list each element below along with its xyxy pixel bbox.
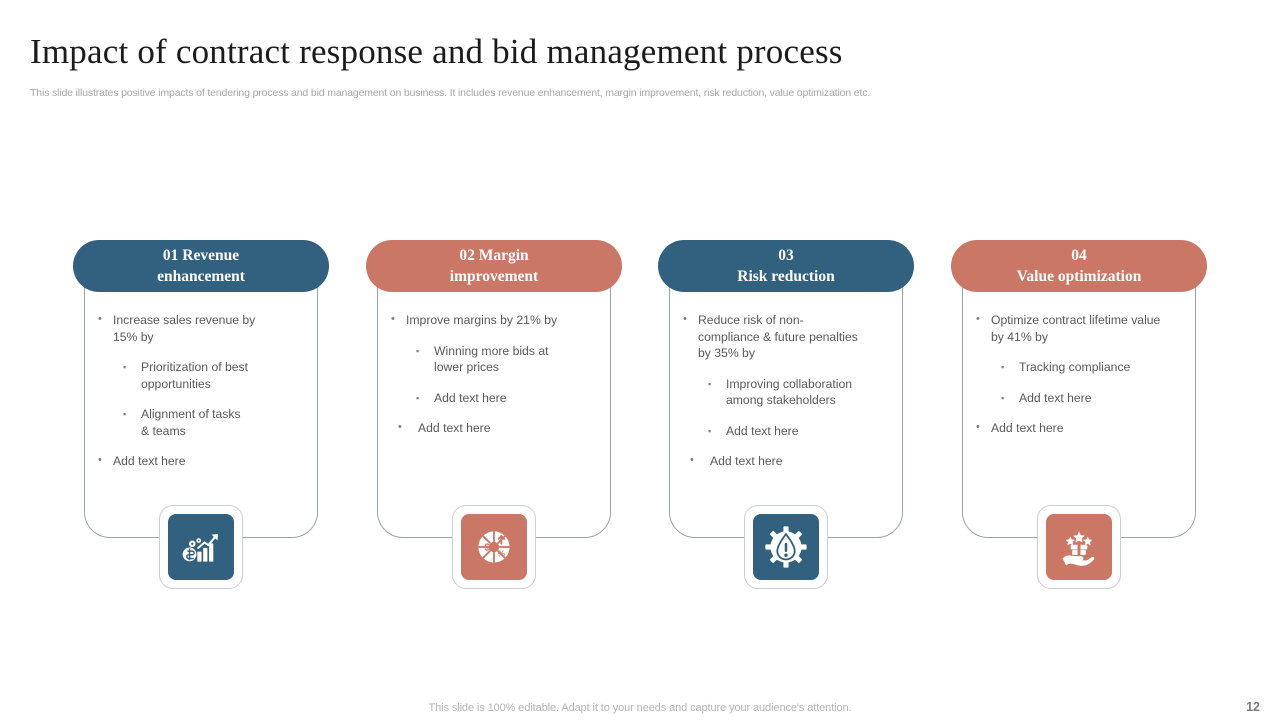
card-header-line2: improvement <box>449 268 539 285</box>
page-title: Impact of contract response and bid mana… <box>30 32 843 71</box>
bullet-line: Improve margins by 21% by <box>406 313 558 327</box>
svg-text:%: % <box>498 550 506 559</box>
hand-holding-value-stars-icon <box>1046 514 1112 580</box>
bullet-line: Tracking compliance <box>1019 360 1131 374</box>
bullet-item: Add text here <box>680 423 896 440</box>
card-header-line2: enhancement <box>157 268 245 285</box>
card-header-02[interactable]: 02 Margin improvement <box>366 240 622 292</box>
bullet-line: Alignment of tasks <box>141 407 241 421</box>
card-02: 02 Margin improvementImprove margins by 2… <box>366 240 622 592</box>
bullet-item: Add text here <box>95 452 311 470</box>
bullet-line: among stakeholders <box>726 393 836 407</box>
bullet-item: Prioritization of best opportunities <box>95 359 311 392</box>
bullet-line: by 35% by <box>698 346 755 360</box>
bullet-item: Add text here <box>680 452 896 470</box>
icon-badge[interactable] <box>1037 505 1121 589</box>
card-bullet-list: Improve margins by 21% by Winning more bi… <box>388 311 604 451</box>
icon-badge[interactable] <box>744 505 828 589</box>
icon-badge[interactable]: $ % <box>452 505 536 589</box>
bullet-line: 15% by <box>113 329 154 344</box>
card-bullet-list: Optimize contract lifetime value by 41% b… <box>973 311 1189 451</box>
svg-text:$: $ <box>484 543 490 554</box>
bullet-line: Add text here <box>1019 390 1092 405</box>
bullet-item: Increase sales revenue by 15% by <box>95 311 311 345</box>
bullet-line: by 41% by <box>991 329 1048 344</box>
margin-pie-chart-icon: $ % <box>461 514 527 580</box>
bullet-line: Add text here <box>991 421 1064 435</box>
card-header-line2: Risk reduction <box>737 268 835 285</box>
bullet-line: Reduce risk of non- <box>698 313 804 327</box>
card-header-line1: 03 <box>778 247 794 264</box>
bullet-line: Add text here <box>710 454 783 468</box>
bullet-item: Tracking compliance <box>973 359 1189 376</box>
bullet-line: Add text here <box>113 454 186 468</box>
bullet-item: Add text here <box>388 419 604 437</box>
bullet-line: Add text here <box>418 421 491 435</box>
bullet-item: Optimize contract lifetime value by 41% b… <box>973 311 1189 345</box>
bullet-line: Add text here <box>434 390 507 405</box>
bullet-item: Add text here <box>388 390 604 407</box>
bullet-item: Winning more bids at lower prices <box>388 343 604 376</box>
bullet-item: Add text here <box>973 419 1189 437</box>
bullet-line: compliance & future penalties <box>698 329 858 344</box>
bullet-line: opportunities <box>141 376 211 391</box>
bullet-line: Prioritization of best <box>141 360 249 374</box>
card-header-line1: 02 Margin <box>459 247 529 264</box>
card-bullet-list: Increase sales revenue by 15% by Prioritiz… <box>95 311 311 484</box>
page-number: 12 <box>1246 700 1260 714</box>
bullet-line: & teams <box>141 423 186 438</box>
page-subtitle: This slide illustrates positive impacts … <box>30 87 871 99</box>
bullet-item: Add text here <box>973 390 1189 407</box>
risk-gear-alert-icon <box>753 514 819 580</box>
card-01: 01 Revenue enhancementIncrease sales reve… <box>73 240 329 592</box>
card-header-01[interactable]: 01 Revenue enhancement <box>73 240 329 292</box>
card-bullet-list: Reduce risk of non-compliance & future p… <box>680 311 896 484</box>
icon-badge[interactable] <box>159 505 243 589</box>
bullet-item: Alignment of tasks & teams <box>95 406 311 439</box>
revenue-growth-chart-icon <box>168 514 234 580</box>
bullet-item: Improving collaboration among stakeholder… <box>680 376 896 409</box>
bullet-line: Increase sales revenue by <box>113 313 256 327</box>
bullet-line: lower prices <box>434 360 500 374</box>
card-header-line1: 04 <box>1071 247 1087 264</box>
bullet-line: Winning more bids at <box>434 343 549 358</box>
bullet-line: Improving collaboration <box>726 376 853 391</box>
footer-note: This slide is 100% editable. Adapt it to… <box>428 702 852 714</box>
bullet-line: Optimize contract lifetime value <box>991 313 1161 327</box>
bullet-item: Reduce risk of non-compliance & future p… <box>680 311 896 362</box>
card-header-line2: Value optimization <box>1016 268 1142 285</box>
bullet-line: Add text here <box>726 423 799 438</box>
card-header-line1: 01 Revenue <box>162 247 240 264</box>
bullet-item: Improve margins by 21% by <box>388 311 604 329</box>
